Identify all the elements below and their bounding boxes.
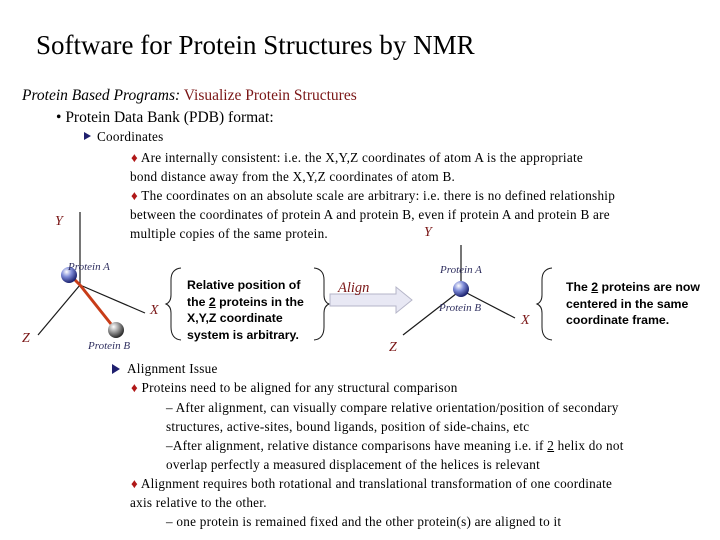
coord-point1-line2: bond distance away from the X,Y,Z coordi… bbox=[130, 169, 456, 184]
right-z-axis bbox=[402, 289, 462, 336]
alignment-point1: ♦ Proteins need to be aligned for any st… bbox=[131, 380, 458, 396]
subtitle-lead: Protein Based Programs: bbox=[22, 87, 181, 104]
protein-a-sphere bbox=[61, 267, 77, 283]
diamond-bullet-icon: ♦ bbox=[131, 150, 138, 165]
diamond-bullet-icon: ♦ bbox=[131, 380, 138, 395]
right-note-line2: centered in the same bbox=[566, 296, 689, 311]
alignment-point2-text1: Alignment requires both rotational and t… bbox=[140, 476, 613, 491]
vector-protein-b bbox=[78, 284, 113, 325]
right-z-label: Z bbox=[389, 340, 397, 355]
left-protein-b-label: Protein B bbox=[88, 340, 131, 352]
coord-point2-line2: between the coordinates of protein A and… bbox=[130, 207, 610, 222]
coordinates-heading-text: Coordinates bbox=[97, 129, 164, 144]
left-z-axis bbox=[37, 284, 81, 336]
alignment-sub2-num: 2 bbox=[547, 438, 555, 453]
left-note-line4: system is arbitrary. bbox=[187, 327, 299, 342]
left-note-line2-pre: the bbox=[187, 294, 209, 309]
right-y-label: Y bbox=[424, 225, 432, 240]
pdb-bullet: • Protein Data Bank (PDB) format: bbox=[56, 109, 274, 127]
coord-point1-line1: ♦ Are internally consistent: i.e. the X,… bbox=[131, 150, 583, 166]
left-y-label: Y bbox=[55, 214, 63, 229]
right-note: The 2 proteins are now centered in the s… bbox=[566, 279, 700, 329]
left-note-line2: the 2 proteins in the bbox=[187, 294, 304, 311]
align-arrow-icon bbox=[329, 285, 413, 315]
right-note-bracket-open bbox=[535, 267, 553, 341]
protein-b-sphere bbox=[108, 322, 124, 338]
align-label: Align bbox=[338, 280, 370, 296]
left-x-label: X bbox=[150, 303, 159, 318]
centered-proteins-sphere bbox=[453, 281, 469, 297]
alignment-sub2-post: helix do not bbox=[554, 438, 624, 453]
alignment-point2-line2: axis relative to the other. bbox=[130, 495, 267, 510]
left-note-line2-num: 2 bbox=[208, 294, 216, 309]
alignment-heading: Alignment Issue bbox=[127, 361, 218, 376]
right-note-line1-pre: The bbox=[566, 280, 592, 294]
subtitle: Protein Based Programs: Visualize Protei… bbox=[22, 87, 357, 105]
right-protein-a-label: Protein A bbox=[440, 264, 482, 276]
alignment-triangle-icon bbox=[112, 364, 120, 374]
right-note-line1-num: 2 bbox=[591, 280, 599, 294]
alignment-point2-line1: ♦ Alignment requires both rotational and… bbox=[131, 476, 612, 492]
alignment-sub2-line2: overlap perfectly a measured displacemen… bbox=[166, 457, 541, 472]
pdb-bullet-text: Protein Data Bank (PDB) format: bbox=[65, 109, 274, 126]
left-note-line1: Relative position of bbox=[187, 278, 301, 292]
left-z-label: Z bbox=[22, 331, 30, 346]
triangle-bullet-icon bbox=[84, 132, 91, 140]
alignment-sub2-pre: –After alignment, relative distance comp… bbox=[166, 438, 548, 453]
coord-point2-line3: multiple copies of the same protein. bbox=[130, 226, 328, 241]
page-title: Software for Protein Structures by NMR bbox=[36, 30, 475, 60]
left-x-axis bbox=[79, 284, 146, 314]
coord-point2-text1: The coordinates on an absolute scale are… bbox=[141, 188, 616, 203]
right-note-line3: coordinate frame. bbox=[566, 313, 670, 327]
left-note-line2-post: proteins in the bbox=[215, 294, 304, 309]
coordinates-heading: Coordinates bbox=[84, 129, 163, 145]
alignment-sub2-line1: –After alignment, relative distance comp… bbox=[166, 438, 624, 454]
right-x-label: X bbox=[521, 313, 530, 328]
subtitle-accent: Visualize Protein Structures bbox=[183, 87, 357, 104]
bullet-dot: • bbox=[56, 109, 62, 126]
alignment-sub3: – one protein is remained fixed and the … bbox=[166, 514, 562, 529]
right-protein-b-label: Protein B bbox=[439, 302, 482, 314]
alignment-sub1-line1: – After alignment, can visually compare … bbox=[166, 400, 619, 415]
alignment-point1-text: Proteins need to be aligned for any stru… bbox=[141, 380, 458, 395]
coord-point2-line1: ♦ The coordinates on an absolute scale a… bbox=[131, 188, 615, 204]
left-note-line3: X,Y,Z coordinate bbox=[187, 311, 283, 325]
alignment-sub1-line2: structures, active-sites, bound ligands,… bbox=[166, 419, 530, 434]
left-protein-a-label: Protein A bbox=[68, 261, 110, 273]
right-x-axis bbox=[460, 289, 516, 319]
left-note: Relative position of the 2 proteins in t… bbox=[187, 277, 304, 343]
coord-point1-text1: Are internally consistent: i.e. the X,Y,… bbox=[140, 150, 583, 165]
right-note-line1: The 2 proteins are now bbox=[566, 279, 700, 296]
left-note-bracket-open bbox=[164, 267, 182, 341]
left-note-bracket-close bbox=[313, 267, 331, 341]
diamond-bullet-icon: ♦ bbox=[131, 188, 138, 203]
diamond-bullet-icon: ♦ bbox=[131, 476, 138, 491]
right-note-line1-post: proteins are now bbox=[598, 280, 700, 294]
